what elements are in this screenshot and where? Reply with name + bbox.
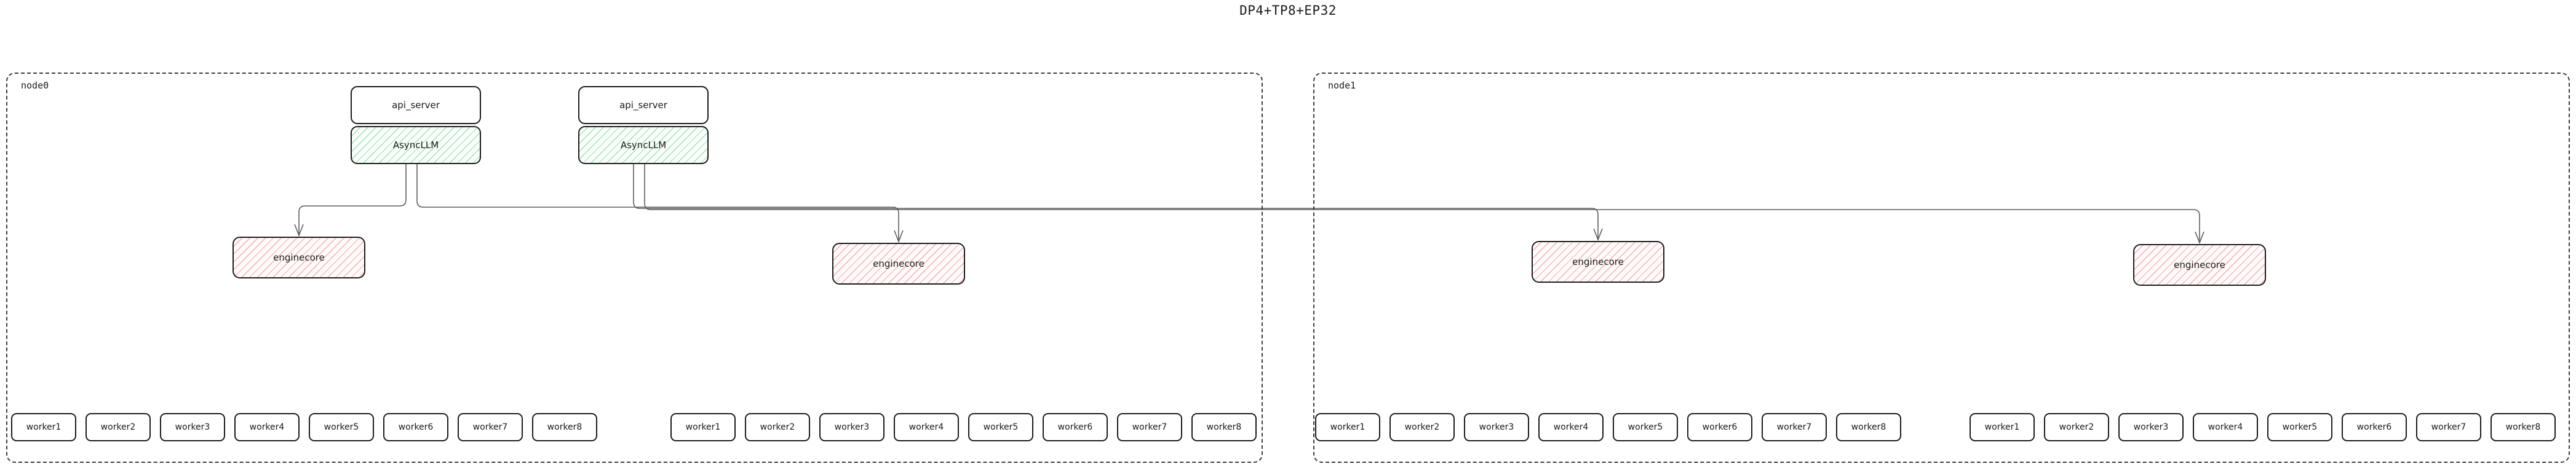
- node-label: node0: [21, 80, 49, 91]
- worker-box-label: worker6: [2356, 422, 2392, 432]
- worker-box-label: worker1: [1984, 422, 2020, 432]
- worker-box-label: worker6: [1702, 422, 1738, 432]
- worker-box[interactable]: worker7: [1117, 413, 1182, 441]
- worker-box-label: worker1: [685, 422, 721, 432]
- engine-core-box-label: enginecore: [1572, 256, 1624, 267]
- worker-box[interactable]: worker5: [309, 413, 374, 441]
- worker-box-label: worker3: [2133, 422, 2169, 432]
- worker-box[interactable]: worker1: [11, 413, 76, 441]
- engine-core-box[interactable]: enginecore: [832, 243, 965, 285]
- worker-box[interactable]: worker2: [85, 413, 151, 441]
- worker-box[interactable]: worker2: [2044, 413, 2109, 441]
- worker-box-label: worker5: [1628, 422, 1663, 432]
- worker-box-label: worker2: [2059, 422, 2094, 432]
- worker-box[interactable]: worker2: [1389, 413, 1455, 441]
- worker-box[interactable]: worker5: [968, 413, 1033, 441]
- api-server-box-label: api_server: [392, 100, 440, 111]
- worker-box[interactable]: worker7: [1762, 413, 1827, 441]
- worker-box[interactable]: worker5: [2267, 413, 2332, 441]
- worker-box[interactable]: worker4: [2193, 413, 2258, 441]
- node-container-node1: node1: [1313, 73, 2570, 463]
- worker-box[interactable]: worker7: [458, 413, 523, 441]
- node-container-node0: node0: [6, 73, 1263, 463]
- worker-box[interactable]: worker8: [532, 413, 597, 441]
- worker-box-label: worker5: [324, 422, 359, 432]
- worker-box-label: worker8: [1851, 422, 1886, 432]
- worker-box-label: worker8: [1206, 422, 1242, 432]
- node-label: node1: [1328, 80, 1356, 91]
- worker-box[interactable]: worker8: [1836, 413, 1901, 441]
- worker-box[interactable]: worker6: [383, 413, 448, 441]
- worker-box[interactable]: worker4: [894, 413, 959, 441]
- worker-box-label: worker7: [2431, 422, 2467, 432]
- worker-box[interactable]: worker2: [745, 413, 810, 441]
- worker-box-label: worker4: [1553, 422, 1589, 432]
- worker-box-label: worker8: [547, 422, 582, 432]
- engine-core-box-label: enginecore: [873, 258, 924, 269]
- async-llm-box[interactable]: AsyncLLM: [351, 126, 481, 164]
- api-server-box[interactable]: api_server: [351, 86, 481, 124]
- engine-core-box[interactable]: enginecore: [1532, 241, 1664, 283]
- worker-box[interactable]: worker3: [160, 413, 225, 441]
- engine-core-box-label: enginecore: [273, 252, 325, 263]
- worker-box[interactable]: worker6: [1043, 413, 1108, 441]
- worker-box-label: worker5: [2282, 422, 2318, 432]
- async-llm-box-label: AsyncLLM: [620, 140, 667, 151]
- engine-core-box-label: enginecore: [2174, 259, 2225, 270]
- worker-box[interactable]: worker4: [234, 413, 300, 441]
- async-llm-box-label: AsyncLLM: [392, 140, 439, 151]
- worker-box-label: worker1: [26, 422, 62, 432]
- worker-box-label: worker2: [100, 422, 136, 432]
- worker-box[interactable]: worker8: [1191, 413, 1257, 441]
- worker-box-label: worker3: [1479, 422, 1514, 432]
- worker-box-label: worker6: [398, 422, 434, 432]
- worker-box-label: worker6: [1057, 422, 1093, 432]
- worker-box-label: worker3: [175, 422, 210, 432]
- page-title: DP4+TP8+EP32: [1239, 3, 1337, 18]
- worker-box-label: worker4: [249, 422, 285, 432]
- worker-box[interactable]: worker1: [1970, 413, 2035, 441]
- api-server-box[interactable]: api_server: [578, 86, 709, 124]
- worker-box-label: worker7: [472, 422, 508, 432]
- worker-box-label: worker3: [834, 422, 870, 432]
- worker-box[interactable]: worker3: [1464, 413, 1529, 441]
- api-server-box-label: api_server: [619, 100, 667, 111]
- engine-core-box[interactable]: enginecore: [233, 237, 365, 278]
- worker-box-label: worker4: [2208, 422, 2243, 432]
- worker-box[interactable]: worker7: [2416, 413, 2481, 441]
- worker-box-label: worker1: [1330, 422, 1366, 432]
- worker-box[interactable]: worker3: [2118, 413, 2184, 441]
- worker-box-label: worker2: [760, 422, 795, 432]
- worker-box[interactable]: worker6: [2342, 413, 2407, 441]
- worker-box-label: worker2: [1404, 422, 1440, 432]
- worker-box-label: worker7: [1132, 422, 1167, 432]
- worker-box[interactable]: worker8: [2491, 413, 2556, 441]
- worker-box[interactable]: worker3: [819, 413, 885, 441]
- worker-box-label: worker4: [908, 422, 944, 432]
- worker-box[interactable]: worker1: [1315, 413, 1380, 441]
- worker-box[interactable]: worker1: [670, 413, 736, 441]
- worker-box-label: worker5: [983, 422, 1019, 432]
- worker-box[interactable]: worker5: [1613, 413, 1678, 441]
- worker-box-label: worker7: [1776, 422, 1812, 432]
- worker-box[interactable]: worker6: [1687, 413, 1752, 441]
- worker-box-label: worker8: [2505, 422, 2541, 432]
- async-llm-box[interactable]: AsyncLLM: [578, 126, 709, 164]
- worker-box[interactable]: worker4: [1538, 413, 1604, 441]
- engine-core-box[interactable]: enginecore: [2133, 244, 2266, 286]
